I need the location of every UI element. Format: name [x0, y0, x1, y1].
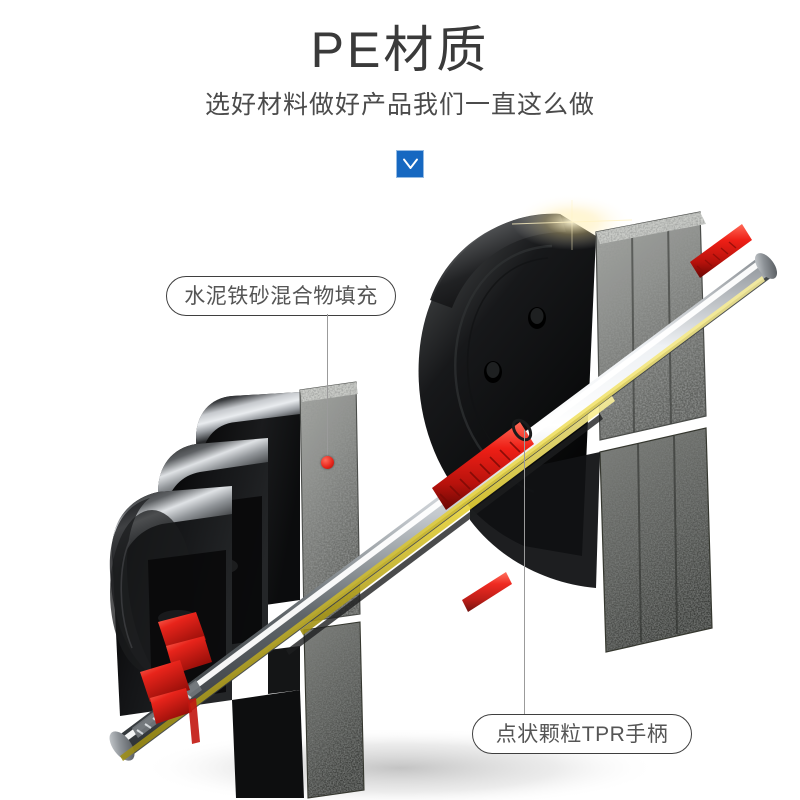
tpr-grip-right — [690, 224, 752, 278]
aggregate-fill-left-lower — [303, 621, 365, 799]
page-subtitle: 选好材料做好产品我们一直这么做 — [204, 91, 595, 119]
pe-shell-plate-2 — [158, 438, 268, 664]
header: PE材质 选好材料做好产品我们一直这么做 — [0, 0, 800, 120]
bar-yellow-stripes — [120, 276, 765, 761]
bar-knurling — [132, 680, 202, 738]
aggregate-fill-left-upper — [299, 381, 361, 623]
aggregate-fill-right-lower — [599, 427, 713, 653]
red-locking-clips — [140, 612, 212, 744]
chevron-down-icon[interactable] — [396, 150, 424, 178]
callout-marker-fill — [321, 456, 334, 469]
pe-shell-plate-3 — [196, 392, 300, 614]
tpr-grip-center — [432, 418, 534, 510]
callout-tpr-grip: 点状颗粒TPR手柄 — [472, 714, 692, 754]
right-weight-plate — [418, 194, 713, 653]
callout-leader-line-fill — [327, 314, 329, 462]
aggregate-fill-right-upper — [595, 211, 707, 441]
page-title: PE材质 — [310, 22, 490, 78]
chrome-barbell-bar — [109, 253, 778, 761]
callout-leader-line-grip — [524, 430, 526, 714]
pe-shell-plate-1 — [109, 486, 232, 716]
callout-cement-fill: 水泥铁砂混合物填充 — [166, 276, 396, 316]
left-weight-plates — [109, 381, 365, 799]
